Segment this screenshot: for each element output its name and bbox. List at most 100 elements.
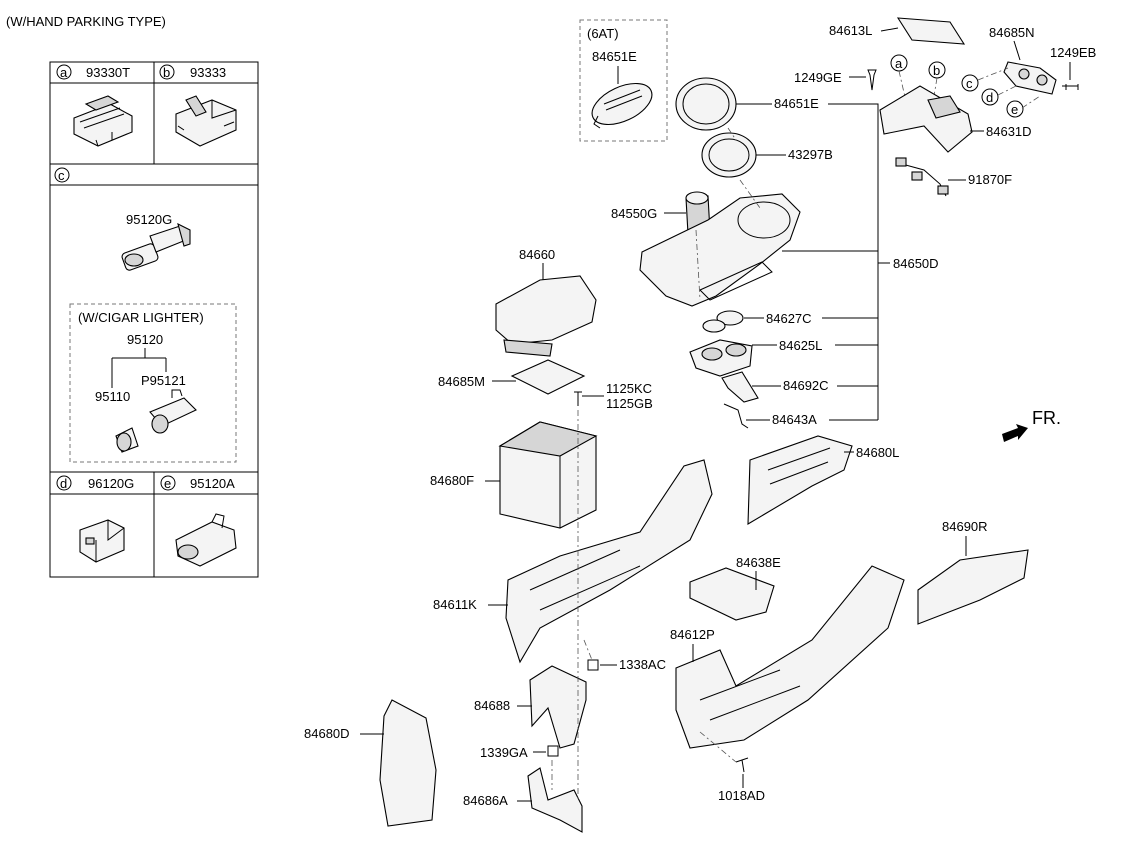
- label-1249GE[interactable]: 1249GE: [794, 70, 842, 85]
- bolt-icon-2: [574, 391, 582, 406]
- legend-letter-d: d: [60, 476, 67, 491]
- label-84680L[interactable]: 84680L: [856, 445, 899, 460]
- armrest-icon: [495, 275, 597, 357]
- legend-part-a: 93330T: [86, 65, 130, 80]
- label-84685M[interactable]: 84685M: [438, 374, 485, 389]
- cigar-part-left: 95110: [95, 389, 130, 404]
- bracket-clip-icon: [721, 371, 759, 403]
- illumination-ring-icon: [701, 132, 757, 178]
- svg-text:b: b: [933, 63, 940, 78]
- label-84638E[interactable]: 84638E: [736, 555, 781, 570]
- rear-cover-icon: [379, 699, 437, 827]
- cigar-part-right: P95121: [141, 373, 186, 388]
- wiring-harness-icon: [895, 157, 949, 197]
- lower-bracket-icon: [527, 767, 583, 833]
- front-direction-label: FR.: [1032, 408, 1061, 428]
- screw-icon-2: [735, 757, 749, 773]
- label-84688[interactable]: 84688: [474, 698, 510, 713]
- upper-tray-icon: [879, 85, 973, 153]
- label-84612P[interactable]: 84612P: [670, 627, 715, 642]
- packing-ring-icon: [702, 310, 744, 333]
- label-84685N[interactable]: 84685N: [989, 25, 1035, 40]
- label-1125GB[interactable]: 1125GB: [606, 396, 653, 411]
- screw-icon: [1062, 84, 1079, 90]
- callout-c: c: [961, 74, 979, 92]
- console-bracket-icon: [689, 567, 775, 621]
- label-43297B[interactable]: 43297B: [788, 147, 833, 162]
- side-panel-rh-icon: [747, 435, 853, 525]
- label-1339GA[interactable]: 1339GA: [480, 745, 528, 760]
- front-direction-indicator: FR.: [1002, 408, 1061, 442]
- legend-cell-a[interactable]: a 93330T: [56, 64, 133, 147]
- svg-text:c: c: [966, 76, 973, 91]
- legend-cell-e[interactable]: e 95120A: [160, 475, 237, 567]
- svg-text:e: e: [1011, 102, 1018, 117]
- svg-text:d: d: [986, 90, 993, 105]
- label-84643A[interactable]: 84643A: [772, 412, 817, 427]
- label-1125KC[interactable]: 1125KC: [606, 381, 652, 396]
- legend-part-b: 93333: [190, 65, 226, 80]
- svg-text:a: a: [895, 56, 903, 71]
- switch-bracket-icon: [1003, 61, 1057, 95]
- nut-icon: [587, 659, 599, 671]
- label-84625L[interactable]: 84625L: [779, 338, 822, 353]
- legend-part-c: 95120G: [126, 212, 172, 227]
- legend-table: a 93330T b 93333 c 95120G: [49, 61, 259, 578]
- console-upper-panel-icon: [639, 193, 801, 307]
- bolt-icon: [867, 69, 877, 91]
- legend-part-d: 96120G: [88, 476, 134, 491]
- label-84627C[interactable]: 84627C: [766, 311, 812, 326]
- legend-letter-b: b: [163, 65, 170, 80]
- label-84660[interactable]: 84660: [519, 247, 555, 262]
- label-84686A[interactable]: 84686A: [463, 793, 508, 808]
- callout-e: e: [1006, 100, 1024, 118]
- switch-module-icon: [175, 95, 237, 147]
- label-84631D[interactable]: 84631D: [986, 124, 1032, 139]
- label-91870F[interactable]: 91870F: [968, 172, 1012, 187]
- storage-mat-icon: [510, 359, 586, 395]
- bezel-ring-icon: [675, 77, 737, 131]
- option-box-6at[interactable]: (6AT) 84651E: [579, 19, 668, 142]
- option-box-part: 84651E: [592, 49, 637, 64]
- cup-holder-base-icon: [689, 339, 753, 377]
- console-box-icon: [498, 421, 598, 529]
- socket-icon: [175, 513, 237, 567]
- label-84611K[interactable]: 84611K: [433, 597, 477, 612]
- legend-cell-d[interactable]: d 96120G: [56, 475, 134, 563]
- label-84692C[interactable]: 84692C: [783, 378, 829, 393]
- diagram-title: (W/HAND PARKING TYPE): [6, 14, 166, 29]
- legend-cell-c[interactable]: c 95120G (W/CIGAR LIGHTER) 95120 95110 P…: [54, 167, 237, 463]
- tray-mat-icon: [896, 17, 966, 45]
- label-1018AD[interactable]: 1018AD: [718, 788, 765, 803]
- legend-cell-b[interactable]: b 93333: [159, 64, 237, 147]
- armrest-bracket-icon: [529, 665, 587, 749]
- callout-d: d: [981, 88, 999, 106]
- callout-a: a: [890, 54, 908, 72]
- cigar-lighter-icon: [115, 389, 197, 453]
- bracket-icon: [723, 403, 749, 429]
- label-84650D[interactable]: 84650D: [893, 256, 939, 271]
- cigar-lighter-title: (W/CIGAR LIGHTER): [78, 310, 204, 325]
- label-84613L[interactable]: 84613L: [829, 23, 872, 38]
- label-84680D[interactable]: 84680D: [304, 726, 350, 741]
- legend-letter-c: c: [58, 168, 65, 183]
- shift-indicator-icon: [73, 95, 133, 147]
- legend-letter-e: e: [164, 476, 171, 491]
- label-84680F[interactable]: 84680F: [430, 473, 474, 488]
- nut-icon-2: [547, 745, 559, 757]
- usb-jack-icon: [79, 519, 125, 563]
- cigar-assembly-part: 95120: [127, 332, 163, 347]
- label-84651E[interactable]: 84651E: [774, 96, 819, 111]
- label-1249EB[interactable]: 1249EB: [1050, 45, 1096, 60]
- legend-letter-a: a: [60, 65, 68, 80]
- shift-boot-plate-icon: [591, 82, 653, 129]
- label-1338AC[interactable]: 1338AC: [619, 657, 666, 672]
- main-console-lh-icon: [505, 459, 713, 664]
- legend-part-e: 95120A: [190, 476, 235, 491]
- option-box-title: (6AT): [587, 26, 619, 41]
- rear-panel-icon: [917, 549, 1029, 625]
- label-84550G[interactable]: 84550G: [611, 206, 657, 221]
- label-84690R[interactable]: 84690R: [942, 519, 988, 534]
- power-outlet-icon: [121, 222, 191, 271]
